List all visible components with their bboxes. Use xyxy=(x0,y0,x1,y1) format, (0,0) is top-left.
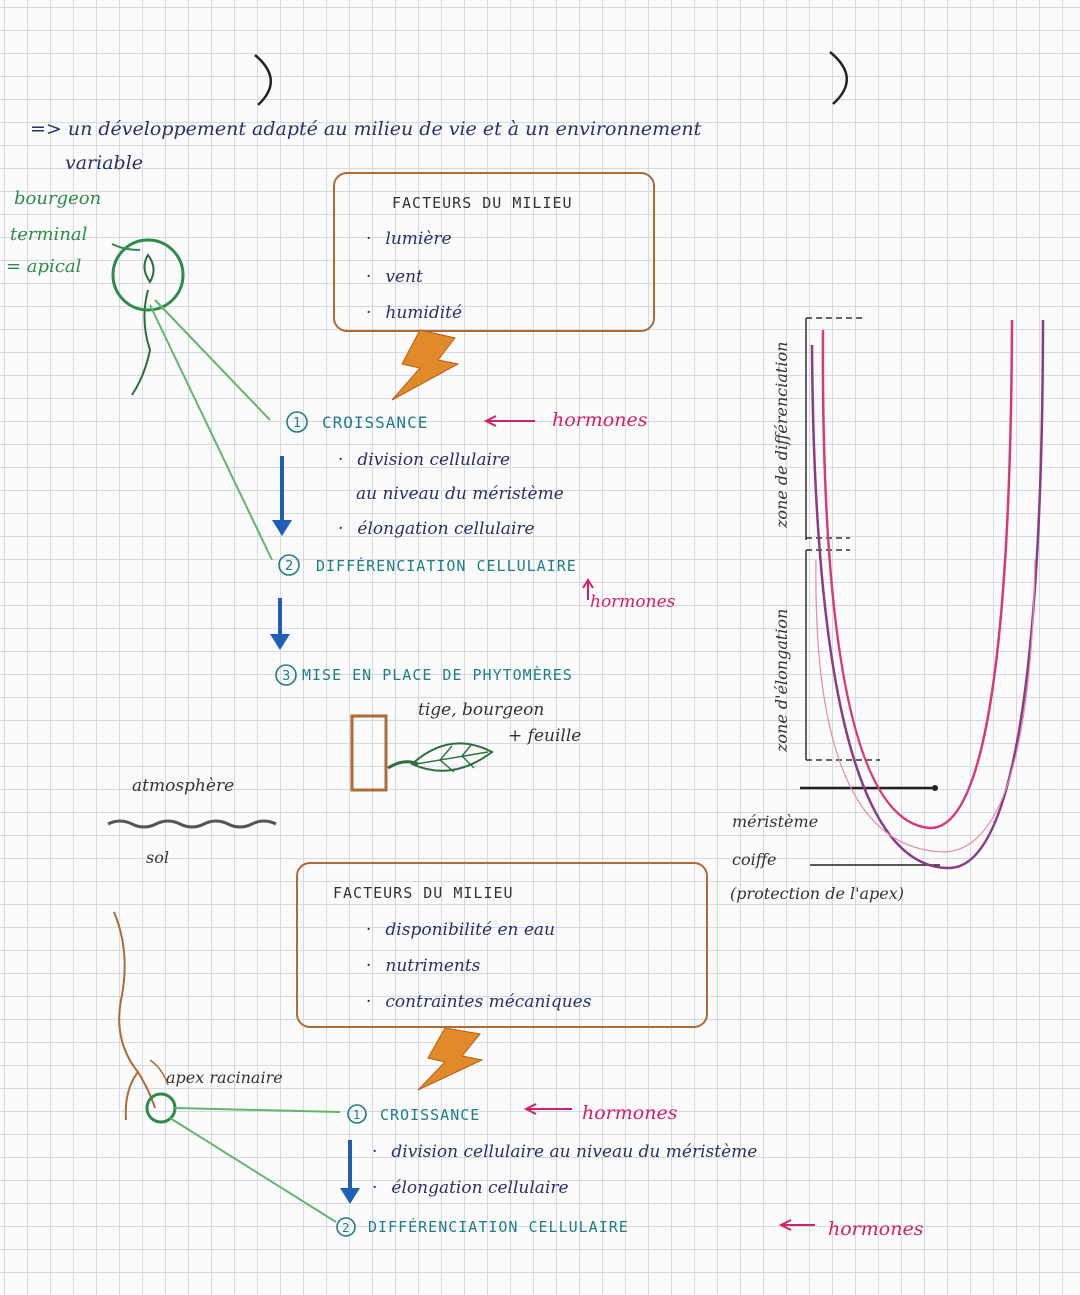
bud-label-1: bourgeon xyxy=(14,188,102,209)
root-factor-water: disponibilité en eau xyxy=(366,920,555,940)
root-factors-box xyxy=(296,862,708,1028)
bud-icon xyxy=(143,253,155,284)
bud-link-line-2 xyxy=(149,304,273,561)
root-step1-item-elongation: élongation cellulaire xyxy=(372,1178,568,1198)
root-link-line-2 xyxy=(169,1117,337,1223)
intro-line-2: variable xyxy=(65,152,144,174)
bud-pointer xyxy=(111,243,141,251)
atmosphere-label: atmosphère xyxy=(132,776,235,796)
shoot-step1-hormones: hormones xyxy=(552,409,648,431)
root-factor-nutrients: nutriments xyxy=(366,956,480,976)
bud-label-2: terminal xyxy=(10,224,88,245)
root-step1-item-division: division cellulaire au niveau du méristè… xyxy=(372,1142,757,1162)
shoot-step1-num: 1 xyxy=(293,416,301,431)
soil-label: sol xyxy=(146,848,169,867)
root-step1-title: CROISSANCE xyxy=(380,1106,481,1124)
bud-link-line-1 xyxy=(154,299,271,421)
root-factors-title: FACTEURS DU MILIEU xyxy=(333,884,514,902)
leaf-icon xyxy=(410,742,494,772)
root-step1-num: 1 xyxy=(353,1108,361,1122)
shoot-step2-title: DIFFÉRENCIATION CELLULAIRE xyxy=(316,557,577,575)
shoot-lightning-icon xyxy=(391,329,460,401)
shoot-factors-title: FACTEURS DU MILIEU xyxy=(392,194,573,212)
root-stem xyxy=(113,911,156,1109)
ground-line xyxy=(107,819,277,829)
punch-hole-left xyxy=(254,54,272,106)
root-step2-badge xyxy=(336,1217,356,1237)
root-outline-inner xyxy=(821,319,1014,830)
shoot-step3-title: MISE EN PLACE DE PHYTOMÈRES xyxy=(302,666,573,684)
cap-label: coiffe xyxy=(732,850,777,869)
meristem-label: méristème xyxy=(732,812,819,831)
shoot-step1-item-division: division cellulaire xyxy=(338,450,510,470)
root-step1-hormones: hormones xyxy=(582,1102,678,1124)
shoot-step1-item-meristem: au niveau du méristème xyxy=(356,484,564,504)
phytomer-parts-line1: tige, bourgeon xyxy=(418,700,545,720)
apical-bud-circle xyxy=(111,238,185,312)
shoot-factor-light: lumière xyxy=(366,229,451,249)
bud-label-3: = apical xyxy=(6,256,82,277)
root-apex-label: apex racinaire xyxy=(166,1068,283,1087)
intro-line-1: => un développement adapté au milieu de … xyxy=(30,118,702,140)
root-link-line-1 xyxy=(174,1107,341,1113)
shoot-step2-hormones: hormones xyxy=(590,592,676,612)
shoot-factors-box xyxy=(333,172,655,332)
root-step2-title: DIFFÉRENCIATION CELLULAIRE xyxy=(368,1218,629,1236)
shoot-factor-humidity: humidité xyxy=(366,303,462,323)
phytomer-stem-icon xyxy=(350,714,388,792)
root-factor-mechanical: contraintes mécaniques xyxy=(366,992,591,1012)
root-tip-diagram xyxy=(800,317,1045,870)
shoot-stem xyxy=(131,289,152,396)
root-step2-num: 2 xyxy=(342,1221,350,1235)
shoot-step1-item-elongation: élongation cellulaire xyxy=(338,519,534,539)
shoot-step3-badge xyxy=(275,664,297,686)
shoot-step1-badge xyxy=(286,411,308,433)
root-lightning-icon xyxy=(417,1027,484,1091)
shoot-step1-title: CROISSANCE xyxy=(322,413,429,432)
shoot-step3-num: 3 xyxy=(282,669,290,684)
shoot-step2-num: 2 xyxy=(285,559,293,574)
root-step2-hormones: hormones xyxy=(828,1218,924,1240)
punch-hole-right xyxy=(829,51,848,105)
root-outline-outer xyxy=(810,319,1045,870)
shoot-step2-badge xyxy=(278,554,300,576)
cap-note: (protection de l'apex) xyxy=(730,884,905,903)
phytomer-parts-line2: + feuille xyxy=(508,726,582,746)
root-step1-badge xyxy=(347,1104,367,1124)
shoot-factor-wind: vent xyxy=(366,267,422,287)
